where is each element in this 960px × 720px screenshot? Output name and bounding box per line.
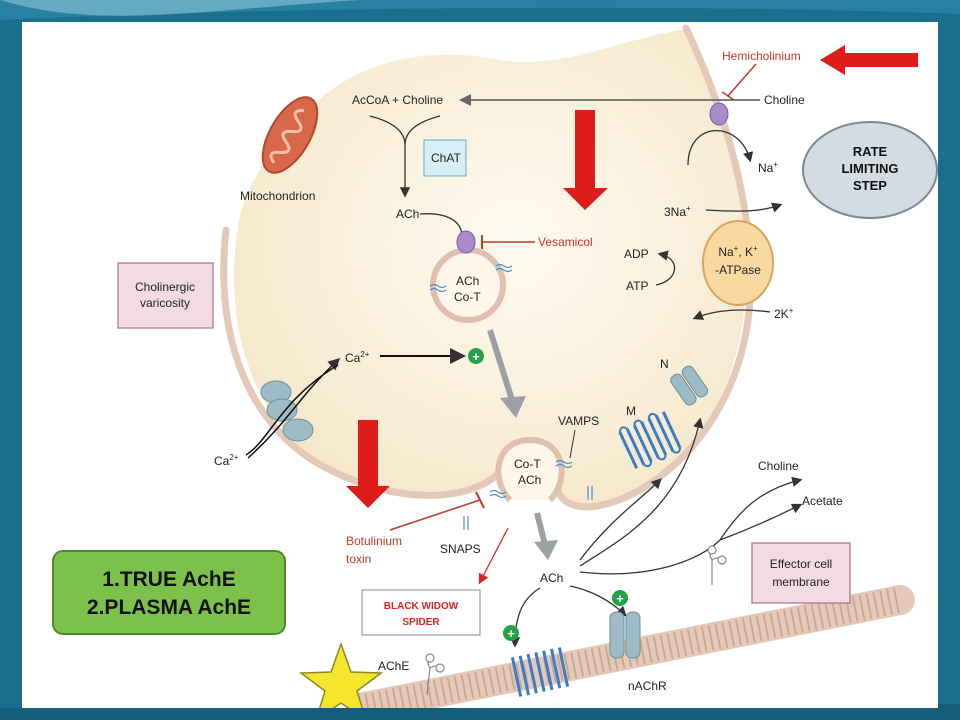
cholinergic-varicosity-box bbox=[117, 262, 214, 329]
atpase-line1: Na+, K+ bbox=[718, 244, 758, 259]
black-widow-box bbox=[361, 589, 481, 636]
vamps-label: VAMPS bbox=[558, 414, 599, 428]
ach-to-vesicle-arrow bbox=[419, 213, 463, 235]
atpase-line2: -ATPase bbox=[715, 263, 761, 277]
nachr-label: nAChR bbox=[628, 679, 667, 693]
effector-line1: Effector cell bbox=[770, 557, 832, 571]
ach-to-m-arrow bbox=[579, 417, 704, 567]
effector-cell-box bbox=[751, 542, 851, 604]
atp-to-adp-arrow bbox=[655, 250, 676, 286]
plus-sign-ache: + bbox=[507, 626, 515, 641]
plus-sign: + bbox=[472, 349, 480, 364]
vesamicol-label: Vesamicol bbox=[538, 235, 593, 249]
ach-to-nachr-arrow bbox=[569, 585, 627, 617]
hemicholinium-inhibit-line bbox=[721, 63, 757, 101]
cholinergic-varicosity-diagram: Mitochondrion Hemicholinium Choline Na+ … bbox=[52, 24, 938, 708]
vesicle-transporter-icon bbox=[456, 230, 476, 254]
botulinium-line1: Botulinium bbox=[346, 534, 402, 548]
botulinium-inhibit-bar bbox=[475, 491, 485, 509]
muscarinic-receptor-icon bbox=[618, 411, 682, 469]
chat-box bbox=[423, 139, 467, 177]
na-plus-label: Na+ bbox=[758, 160, 778, 175]
ca-inside-label: Ca2+ bbox=[345, 350, 370, 365]
nicotinic-receptor-icon bbox=[670, 365, 709, 406]
botulinum-red-arrow-icon bbox=[346, 420, 390, 508]
rate-limiting-line3: STEP bbox=[853, 178, 887, 193]
plus-icon-ache bbox=[503, 625, 519, 641]
plus-icon-nachr bbox=[612, 590, 628, 606]
mitochondrion-label: Mitochondrion bbox=[240, 189, 315, 203]
three-na-arrow bbox=[705, 202, 783, 213]
cholinergic-line2: varicosity bbox=[140, 296, 190, 310]
ach-to-ache-arrow bbox=[509, 587, 541, 648]
effector-membrane-dots bbox=[357, 587, 903, 708]
cholinergic-line1: Cholinergic bbox=[135, 280, 195, 294]
ach-hydrolysis-arrow bbox=[579, 476, 803, 575]
na-cotransport-arrow bbox=[687, 129, 754, 166]
mitochondrion-icon bbox=[261, 96, 319, 174]
botulinium-inhibit-line bbox=[389, 499, 481, 531]
chat-synthesis-arrow bbox=[369, 115, 441, 195]
vamps-pointer bbox=[569, 429, 576, 459]
ach-cleft-label: ACh bbox=[540, 571, 563, 585]
fusing-cot-label: Co-T bbox=[514, 457, 541, 471]
effector-line2: membrane bbox=[772, 575, 830, 589]
two-k-arrow bbox=[692, 309, 771, 320]
ache-label: AChE bbox=[378, 659, 409, 673]
nachr-receptor-icon bbox=[609, 611, 641, 659]
ache-types-box bbox=[52, 550, 286, 635]
red-down-arrow-icon bbox=[563, 110, 608, 210]
hemicholinium-label: Hemicholinium bbox=[722, 49, 801, 63]
vesicle-ach-label: ACh bbox=[456, 274, 479, 288]
adp-label: ADP bbox=[624, 247, 649, 261]
choline-top-label: Choline bbox=[764, 93, 805, 107]
ca-outside-label: Ca2+ bbox=[214, 453, 239, 468]
vesicle-move-arrow-icon bbox=[487, 329, 526, 418]
ca-influx-arrow bbox=[247, 357, 341, 459]
snare-marks bbox=[463, 459, 593, 530]
na-k-atpase bbox=[702, 220, 774, 306]
rate-limiting-ellipse bbox=[802, 121, 938, 219]
hemicholinium-red-arrow-icon bbox=[820, 45, 918, 75]
atp-label: ATP bbox=[626, 279, 648, 293]
receptor-m-label: M bbox=[626, 404, 636, 418]
ache-types-line1: 1.TRUE AchE bbox=[102, 568, 235, 591]
acetate-label: Acetate bbox=[802, 494, 843, 508]
ach-release-arrow-icon bbox=[534, 512, 558, 560]
ach-to-m2-arrow bbox=[579, 478, 662, 561]
plus-icon bbox=[468, 348, 484, 364]
choline-transporter-icon bbox=[709, 102, 729, 126]
receptor-n-label: N bbox=[660, 357, 669, 371]
choline-bottom-label: Choline bbox=[758, 459, 799, 473]
fusing-vesicle bbox=[495, 436, 565, 503]
ach-to-acetate-arrow bbox=[719, 503, 803, 541]
vesicle-vamp-marks bbox=[429, 263, 513, 293]
fusing-ach-label: ACh bbox=[518, 473, 541, 487]
vesicle-cot-label: Co-T bbox=[454, 290, 481, 304]
plus-sign-nachr: + bbox=[616, 591, 624, 606]
postsynaptic-muscarinic-receptor-icon bbox=[510, 647, 570, 697]
rate-limiting-line1: RATE bbox=[853, 144, 888, 159]
chat-label: ChAT bbox=[431, 151, 461, 165]
three-na-label: 3Na+ bbox=[664, 204, 691, 219]
snaps-label: SNAPS bbox=[440, 542, 481, 556]
rate-limiting-line2: LIMITING bbox=[841, 161, 898, 176]
botulinium-line2: toxin bbox=[346, 552, 371, 566]
star-icon bbox=[298, 641, 384, 708]
ach-top-label: ACh bbox=[396, 207, 419, 221]
two-k-label: 2K+ bbox=[774, 306, 794, 321]
acoa-choline-label: AcCoA + Choline bbox=[352, 93, 443, 107]
ca-efflux-arrow bbox=[245, 364, 339, 456]
slide-canvas: Mitochondrion Hemicholinium Choline Na+ … bbox=[22, 22, 938, 708]
black-widow-line1: BLACK WIDOW bbox=[384, 601, 459, 612]
ache-enzyme-icon bbox=[425, 545, 727, 696]
black-widow-line2: SPIDER bbox=[402, 617, 440, 628]
ache-types-line2: 2.PLASMA AchE bbox=[87, 596, 251, 619]
black-widow-arrow bbox=[478, 527, 509, 585]
